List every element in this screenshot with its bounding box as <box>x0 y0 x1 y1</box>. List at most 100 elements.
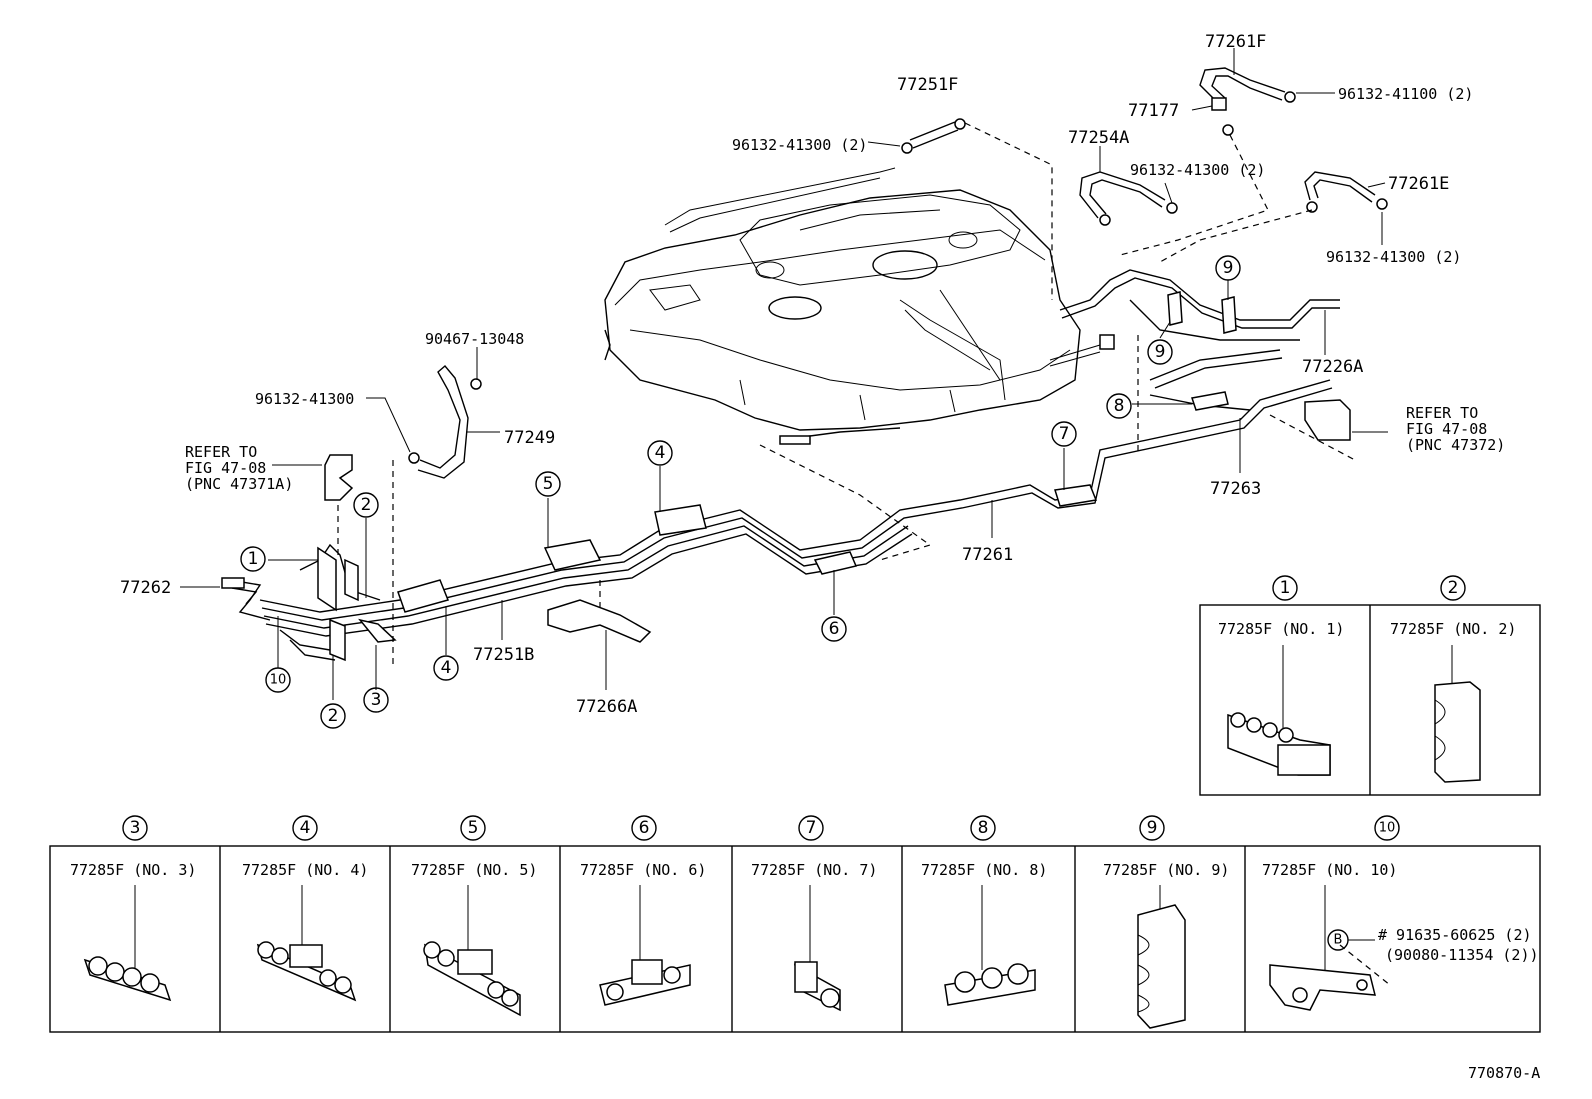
clamp-no9-drawing <box>1137 904 1186 1029</box>
label-refer-right-3: (PNC 47372) <box>1406 436 1505 454</box>
label-96132-41300: 96132-41300 <box>255 390 354 408</box>
panel-header-7: 7 <box>798 815 824 841</box>
svg-text:6: 6 <box>829 619 840 639</box>
panel-header-8: 8 <box>970 815 996 841</box>
label-96132-41300-2-a: 96132-41300 (2) <box>732 136 867 154</box>
marker-9-top: 9 <box>1215 255 1241 281</box>
marker-7: 7 <box>1051 421 1077 447</box>
label-refer-right-2: FIG 47-08 <box>1406 420 1487 438</box>
part-number-labels: 77251F 96132-41300 (2) 77261F 77177 9613… <box>120 32 1540 1082</box>
label-96132-41300-2-c: 96132-41300 (2) <box>1326 248 1461 266</box>
label-77263: 77263 <box>1210 479 1261 499</box>
svg-text:2: 2 <box>328 706 339 726</box>
svg-text:9: 9 <box>1223 258 1234 278</box>
clamp-no2-drawing <box>1434 681 1481 783</box>
clamps-on-tubes <box>317 291 1351 662</box>
svg-text:2: 2 <box>1448 578 1459 598</box>
svg-text:8: 8 <box>1114 396 1125 416</box>
marker-4-top: 4 <box>647 440 673 466</box>
panel-label-5: 77285F (NO. 5) <box>411 861 537 879</box>
svg-text:10: 10 <box>1379 821 1396 836</box>
label-96132-41300-2-b: 96132-41300 (2) <box>1130 161 1265 179</box>
label-refer-left-3: (PNC 47371A) <box>185 475 293 493</box>
panel-header-4: 4 <box>292 815 318 841</box>
bolt-label-2: (90080-11354 (2)) <box>1385 946 1539 964</box>
clamp-no1-drawing <box>1227 712 1331 776</box>
svg-text:3: 3 <box>371 690 382 710</box>
panel-label-10: 77285F (NO. 10) <box>1262 861 1397 879</box>
panel-label-4: 77285F (NO. 4) <box>242 861 368 879</box>
label-77261E: 77261E <box>1388 174 1449 194</box>
dashed-guide-lines <box>337 122 1356 665</box>
panel-label-1: 77285F (NO. 1) <box>1218 620 1344 638</box>
svg-text:10: 10 <box>270 673 287 688</box>
panel-header-1: 1 <box>1272 575 1298 601</box>
panel-header-3: 3 <box>122 815 148 841</box>
svg-text:4: 4 <box>441 658 452 678</box>
panel-label-8: 77285F (NO. 8) <box>921 861 1047 879</box>
label-77251F: 77251F <box>897 75 958 95</box>
svg-text:4: 4 <box>655 443 666 463</box>
panel-label-6: 77285F (NO. 6) <box>580 861 706 879</box>
hose-77261E <box>1304 171 1388 213</box>
panel-label-7: 77285F (NO. 7) <box>751 861 877 879</box>
detail-panels-top: 1 2 77285F (NO. 1) 77285F (NO. 2) <box>1199 575 1541 796</box>
label-refer-right-1: REFER TO <box>1406 404 1478 422</box>
leader-lines <box>180 48 1388 700</box>
marker-1: 1 <box>240 546 266 572</box>
panel-label-9: 77285F (NO. 9) <box>1103 861 1229 879</box>
label-77226A: 77226A <box>1302 357 1363 377</box>
marker-8: 8 <box>1106 393 1132 419</box>
panel-header-6: 6 <box>631 815 657 841</box>
main-tube-bundle <box>221 269 1340 661</box>
label-90467-13048: 90467-13048 <box>425 330 524 348</box>
hose-77254A <box>1079 171 1178 226</box>
panel-header-9: 9 <box>1139 815 1165 841</box>
svg-text:8: 8 <box>978 818 989 838</box>
hose-77249 <box>408 365 482 479</box>
label-77254A: 77254A <box>1068 128 1129 148</box>
clamp-no3-drawing <box>83 956 172 1002</box>
panel-header-2: 2 <box>1440 575 1466 601</box>
svg-text:5: 5 <box>543 474 554 494</box>
svg-text:3: 3 <box>130 818 141 838</box>
marker-3: 3 <box>363 687 389 713</box>
label-refer-left-1: REFER TO <box>185 443 257 461</box>
clamp-no6-drawing <box>599 959 691 1006</box>
marker-5: 5 <box>535 471 561 497</box>
svg-text:9: 9 <box>1147 818 1158 838</box>
label-96132-41100-2: 96132-41100 (2) <box>1338 85 1473 103</box>
panel-label-2: 77285F (NO. 2) <box>1390 620 1516 638</box>
clamp-no10-drawing: B # 91635-60625 (2) (90080-11354 (2)) <box>1269 926 1539 1011</box>
label-refer-left-2: FIG 47-08 <box>185 459 266 477</box>
svg-text:1: 1 <box>1280 578 1291 598</box>
svg-text:6: 6 <box>639 818 650 838</box>
svg-text:4: 4 <box>300 818 311 838</box>
clamp-no7-drawing <box>793 961 841 1012</box>
bolt-label-1: # 91635-60625 (2) <box>1378 926 1532 944</box>
svg-text:7: 7 <box>806 818 817 838</box>
marker-2-bottom: 2 <box>320 703 346 729</box>
figure-code: 770870-A <box>1468 1064 1540 1082</box>
svg-text:7: 7 <box>1059 424 1070 444</box>
marker-4-bottom: 4 <box>433 655 459 681</box>
detail-panels-bottom: 3 4 5 6 7 8 9 10 77285F (NO. 3) 77285F (… <box>49 815 1541 1033</box>
svg-text:2: 2 <box>361 495 372 515</box>
clamp-no4-drawing <box>256 941 357 1002</box>
label-77249: 77249 <box>504 428 555 448</box>
hose-77251F <box>901 118 966 154</box>
marker-6: 6 <box>821 616 847 642</box>
clamp-no8-drawing <box>944 963 1036 1006</box>
marker-10: 10 <box>265 667 291 693</box>
label-77261F: 77261F <box>1205 32 1266 52</box>
clamp-no5-drawing <box>423 941 521 1017</box>
label-77266A: 77266A <box>576 697 637 717</box>
fuel-tank <box>604 167 1115 445</box>
svg-text:B: B <box>1334 933 1343 948</box>
svg-text:5: 5 <box>468 818 479 838</box>
panel-header-10: 10 <box>1374 815 1400 841</box>
marker-9-bottom: 9 <box>1147 339 1173 365</box>
panel-box-3-10 <box>49 845 1541 1033</box>
label-77177: 77177 <box>1128 101 1179 121</box>
